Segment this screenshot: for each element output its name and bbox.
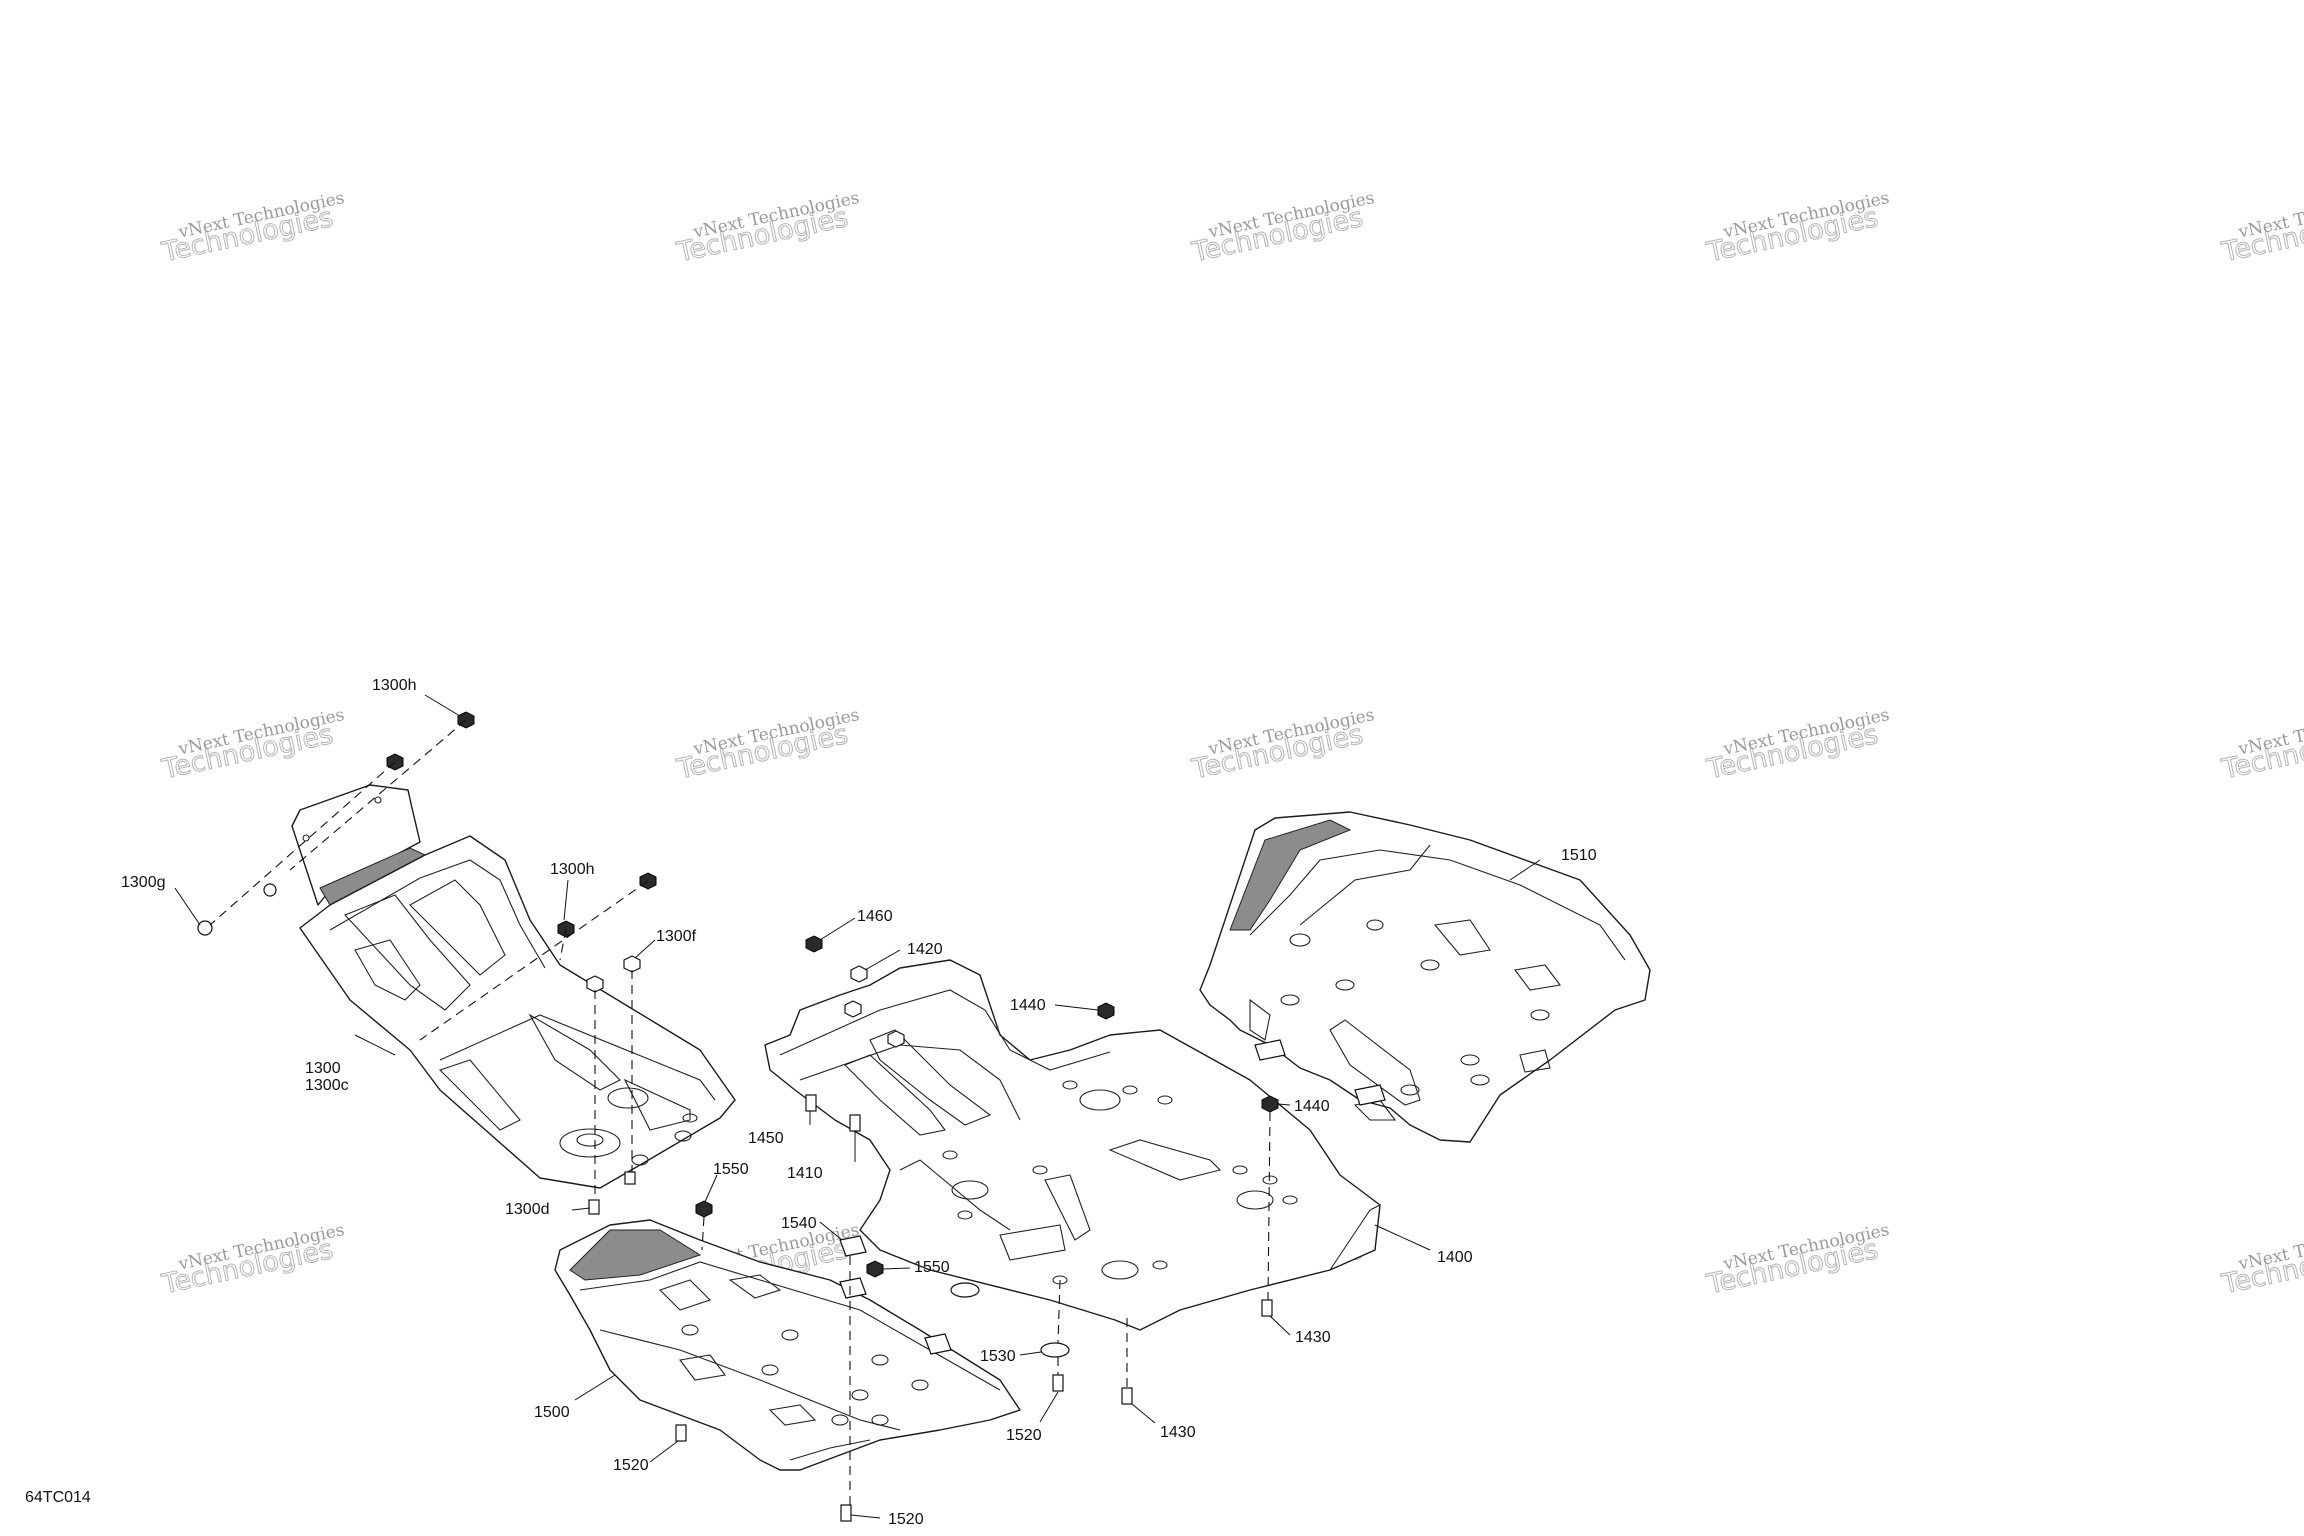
nut-1300f-b bbox=[623, 955, 641, 973]
washer-1530-a bbox=[950, 1282, 980, 1298]
clip-1510-b bbox=[1354, 1084, 1386, 1106]
bolt-1410 bbox=[849, 1114, 861, 1132]
callout-1300h-mid: 1300h bbox=[550, 861, 595, 878]
nut-1440-right bbox=[1261, 1095, 1279, 1113]
callout-1500: 1500 bbox=[534, 1404, 570, 1421]
callout-1430-bottom: 1430 bbox=[1160, 1424, 1196, 1441]
bolt-1430-bottom bbox=[1121, 1387, 1133, 1405]
callout-1510: 1510 bbox=[1561, 847, 1597, 864]
washer-1530-b bbox=[1040, 1342, 1070, 1358]
callout-1440-right: 1440 bbox=[1294, 1098, 1330, 1115]
callout-1430-top: 1430 bbox=[1295, 1329, 1331, 1346]
clip-1540-c bbox=[924, 1333, 952, 1355]
bolt-1300d-b bbox=[624, 1171, 636, 1185]
nut-1300f-a bbox=[586, 975, 604, 993]
skid-plate-1400 bbox=[764, 959, 1381, 1331]
diagram-code: 64TC014 bbox=[25, 1489, 91, 1506]
bolt-1450 bbox=[805, 1094, 817, 1112]
callout-1300h-top: 1300h bbox=[372, 677, 417, 694]
callout-1530: 1530 bbox=[980, 1348, 1016, 1365]
callout-1300: 1300 bbox=[305, 1060, 341, 1077]
nut-1420-c bbox=[887, 1030, 905, 1048]
callout-1300f: 1300f bbox=[656, 928, 697, 945]
bolt-1520-mid bbox=[1052, 1374, 1064, 1392]
bolt-1300d-a bbox=[588, 1199, 600, 1215]
callout-1410: 1410 bbox=[787, 1165, 823, 1182]
callout-1400: 1400 bbox=[1437, 1249, 1473, 1266]
callout-1420: 1420 bbox=[907, 941, 943, 958]
callout-1520-bottom: 1520 bbox=[888, 1511, 924, 1528]
leader-lines bbox=[174, 694, 1541, 1519]
clip-1540-a bbox=[839, 1235, 867, 1257]
callout-1450: 1450 bbox=[748, 1130, 784, 1147]
callout-1460: 1460 bbox=[857, 908, 893, 925]
callout-1440-top: 1440 bbox=[1010, 997, 1046, 1014]
nut-1440-top bbox=[1097, 1002, 1115, 1020]
assembly-lines bbox=[209, 719, 1271, 1505]
nut-1420 bbox=[850, 965, 868, 983]
fasteners bbox=[197, 711, 1386, 1522]
nut-1460 bbox=[805, 935, 823, 953]
callout-1300d: 1300d bbox=[505, 1201, 550, 1218]
callout-1540: 1540 bbox=[781, 1215, 817, 1232]
callout-labels: 1300h 1300g 1300h 1300f 1300 1300c 1300d… bbox=[121, 677, 1597, 1528]
bolt-1520-bottom bbox=[840, 1504, 852, 1522]
bolt-1300g-a bbox=[197, 920, 213, 936]
callout-1520-left: 1520 bbox=[613, 1457, 649, 1474]
callout-1550-top: 1550 bbox=[713, 1161, 749, 1178]
skid-plate-1300 bbox=[291, 784, 736, 1189]
nut-1550-mid bbox=[866, 1260, 884, 1278]
clip-1510-a bbox=[1254, 1039, 1286, 1061]
callout-1520-mid: 1520 bbox=[1006, 1427, 1042, 1444]
clip-1540-b bbox=[839, 1277, 867, 1299]
bolt-1520-left bbox=[675, 1424, 687, 1442]
callout-1550-mid: 1550 bbox=[914, 1259, 950, 1276]
nut-1550-top bbox=[695, 1200, 713, 1218]
nut-1420-b bbox=[844, 1000, 862, 1018]
callout-1300c: 1300c bbox=[305, 1077, 349, 1094]
callout-1300g: 1300g bbox=[121, 874, 166, 891]
bolt-1430-top bbox=[1261, 1299, 1273, 1317]
bolt-1300g-b bbox=[263, 883, 277, 897]
skid-plate-1510 bbox=[1199, 811, 1651, 1143]
